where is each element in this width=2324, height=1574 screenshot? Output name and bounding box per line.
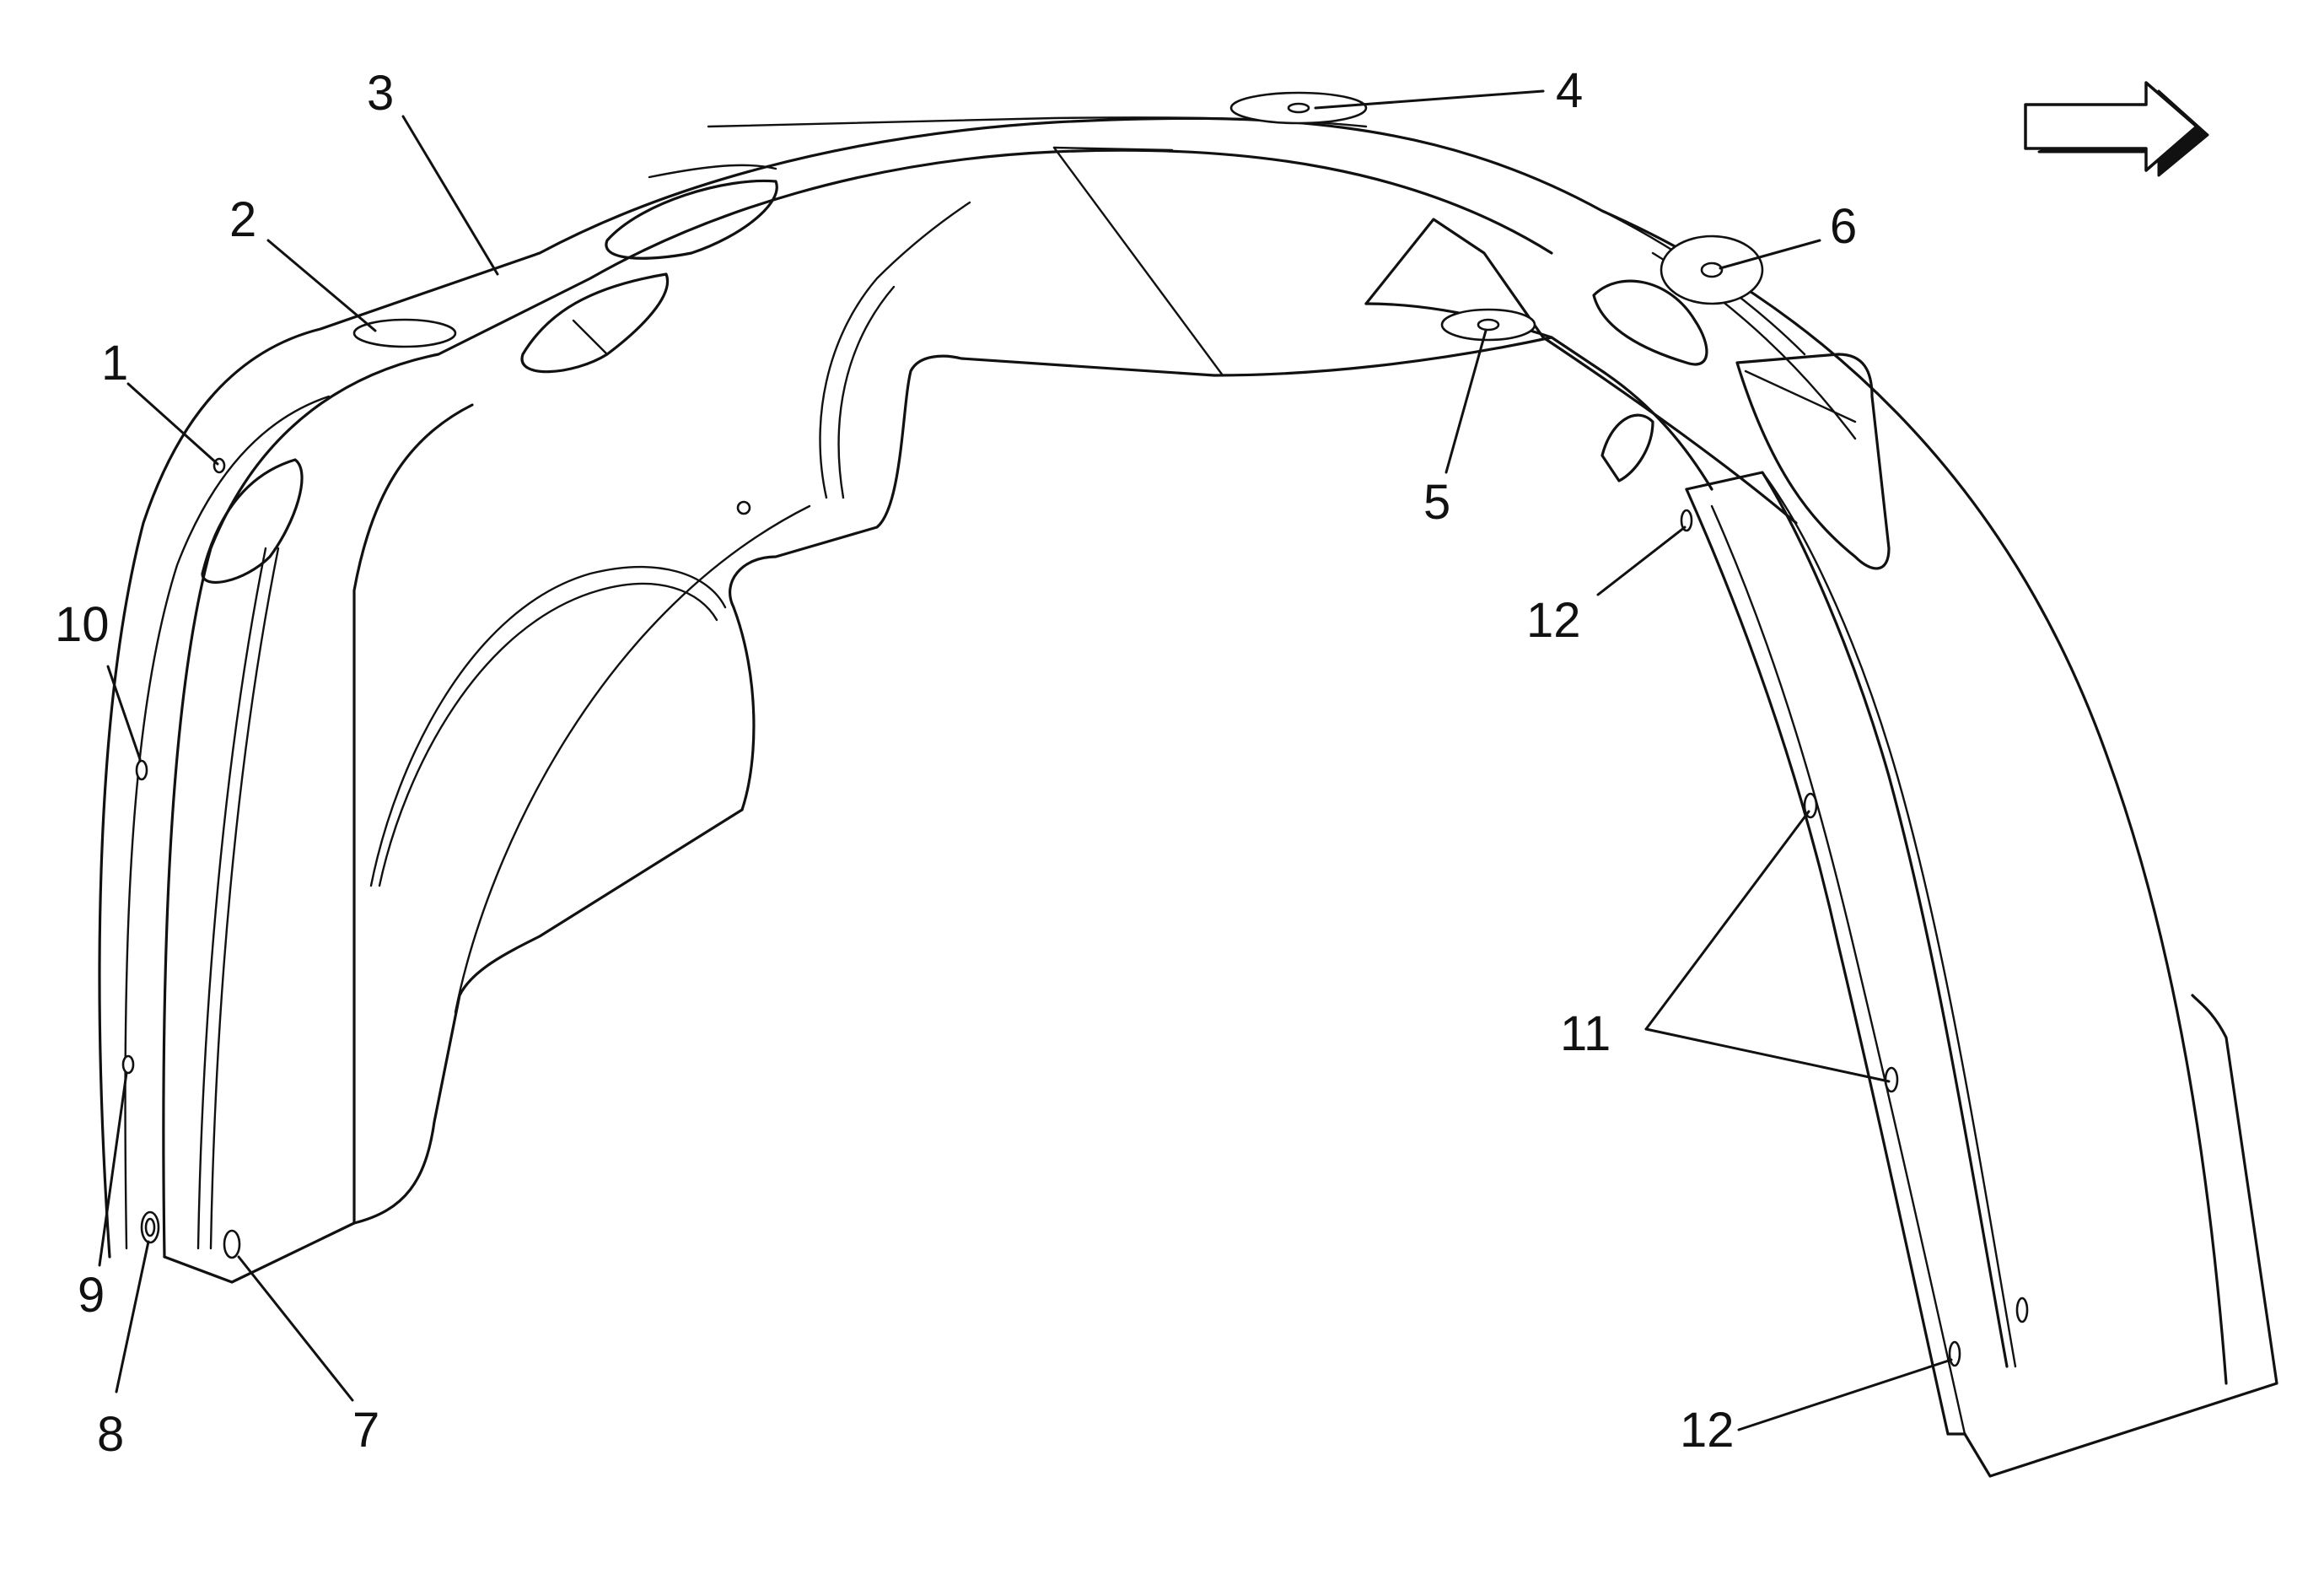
right-panel-hole: [2015, 1296, 2029, 1323]
leader-11b: [1644, 1027, 1891, 1083]
fastener-4-hole: [1287, 102, 1310, 114]
callout-12-lower: 12: [1680, 1403, 1735, 1458]
leader-9: [98, 1071, 128, 1267]
leader-11a: [1644, 810, 1810, 1031]
leader-lines: [98, 89, 1953, 1431]
callout-3: 3: [367, 66, 394, 121]
callout-1: 1: [101, 336, 128, 391]
right-vent-opening: [1592, 279, 1708, 366]
wheelhouse-liner: [98, 116, 2278, 1478]
fastener-7-hole: [223, 1229, 241, 1259]
leader-4: [1314, 89, 1545, 110]
callout-6: 6: [1830, 199, 1857, 254]
leader-7: [237, 1255, 354, 1402]
leader-1: [126, 382, 219, 466]
fastener-12-upper: [1680, 509, 1693, 532]
leader-6: [1719, 239, 1821, 270]
fastener-2-boss: [352, 318, 457, 348]
upper-vent-opening: [605, 179, 778, 260]
callout-4: 4: [1556, 63, 1583, 118]
fastener-12-lower: [1948, 1340, 1961, 1367]
front-pocket-opening: [201, 458, 304, 584]
callout-2: 2: [229, 192, 256, 247]
fastener-8-hole: [144, 1217, 156, 1237]
callout-5: 5: [1423, 475, 1450, 530]
fastener-points: [121, 91, 2029, 1367]
leader-5: [1444, 329, 1487, 474]
liner-openings: [201, 179, 1708, 584]
fastener-9-hole: [121, 1054, 135, 1075]
leader-2: [266, 239, 377, 332]
callout-labels: 1 2 3 4 5 6 7 8 9 10 11 12 12: [55, 63, 1857, 1462]
fastener-10-hole: [135, 759, 148, 781]
leader-12b: [1737, 1358, 1953, 1431]
right-arrow-icon: [2024, 81, 2209, 177]
callout-8: 8: [97, 1407, 124, 1462]
callout-12-upper: 12: [1526, 593, 1581, 648]
leader-10: [106, 665, 142, 761]
fastener-5-hole: [1477, 318, 1500, 332]
callout-9: 9: [78, 1268, 105, 1323]
leader-8: [115, 1240, 150, 1393]
leader-3: [401, 115, 499, 276]
callout-7: 7: [352, 1403, 379, 1458]
center-hole: [736, 500, 751, 515]
fastener-6-hole: [1700, 261, 1724, 278]
callout-11: 11: [1560, 1006, 1611, 1061]
leader-12a: [1596, 526, 1687, 596]
side-vent-opening: [520, 272, 670, 374]
right-lower-pocket: [1600, 413, 1654, 482]
callout-10: 10: [55, 597, 110, 652]
fastener-11-lower: [1884, 1066, 1899, 1093]
